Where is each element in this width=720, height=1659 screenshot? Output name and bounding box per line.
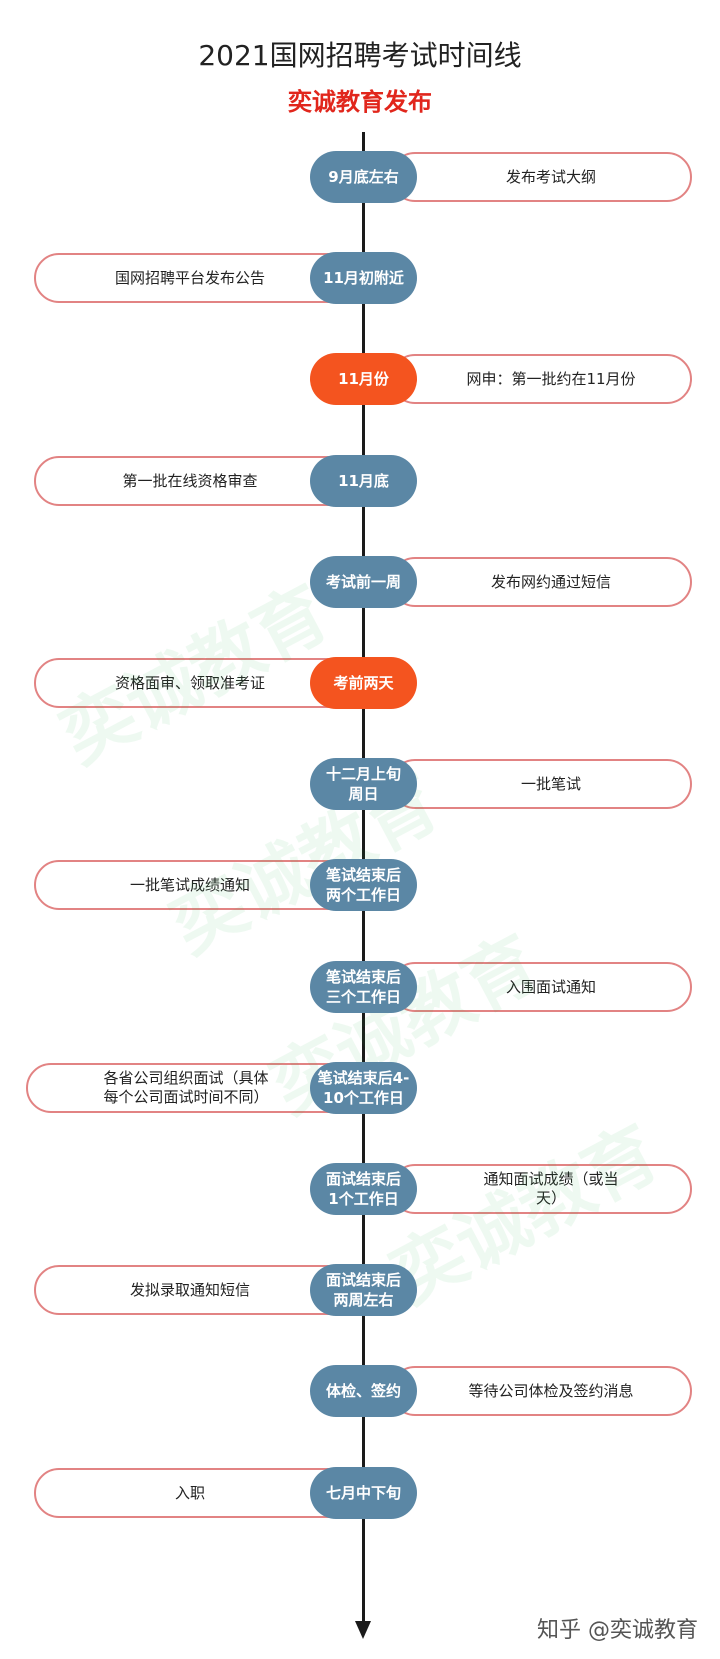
event-text: 入围面试通知 xyxy=(505,977,596,996)
event-text: 等待公司体检及签约消息 xyxy=(468,1381,634,1400)
time-label: 考试前一周 xyxy=(325,573,401,591)
event-box: 发布考试大纲 xyxy=(390,152,692,202)
event-box: 发布网约通过短信 xyxy=(390,557,692,607)
event-text: 入职 xyxy=(174,1483,205,1502)
time-label: 七月中下旬 xyxy=(325,1484,401,1502)
time-node: 十二月上旬 周日 xyxy=(310,758,417,810)
watermark: 奕诚教育 xyxy=(47,569,342,780)
time-node: 考前两天 xyxy=(310,657,417,709)
time-node: 考试前一周 xyxy=(310,556,417,608)
event-text: 发拟录取通知短信 xyxy=(129,1280,250,1299)
event-box: 一批笔试 xyxy=(390,759,692,809)
time-node: 笔试结束后 两个工作日 xyxy=(310,859,417,911)
time-label: 11月份 xyxy=(338,370,389,388)
time-node: 体检、签约 xyxy=(310,1365,417,1417)
event-box: 等待公司体检及签约消息 xyxy=(390,1366,692,1416)
time-node: 11月初附近 xyxy=(310,252,417,304)
time-node: 9月底左右 xyxy=(310,151,417,203)
time-node: 11月底 xyxy=(310,455,417,507)
time-label: 9月底左右 xyxy=(328,168,399,186)
event-text: 发布考试大纲 xyxy=(505,167,596,186)
timeline-arrow-icon xyxy=(355,1621,371,1639)
time-label: 考前两天 xyxy=(333,674,394,692)
event-box: 网申：第一批约在11月份 xyxy=(390,354,692,404)
time-node: 笔试结束后4- 10个工作日 xyxy=(310,1062,417,1114)
event-text: 一批笔试 xyxy=(520,774,581,793)
time-label: 面试结束后 1个工作日 xyxy=(325,1170,401,1208)
time-label: 11月底 xyxy=(338,472,389,490)
page-title: 2021国网招聘考试时间线 xyxy=(198,39,522,72)
time-node: 面试结束后 1个工作日 xyxy=(310,1163,417,1215)
time-label: 笔试结束后 两个工作日 xyxy=(325,866,401,904)
time-node: 面试结束后 两周左右 xyxy=(310,1264,417,1316)
time-node: 笔试结束后 三个工作日 xyxy=(310,961,417,1013)
event-text: 网申：第一批约在11月份 xyxy=(466,369,636,388)
time-label: 面试结束后 两周左右 xyxy=(325,1271,401,1309)
time-label: 笔试结束后 三个工作日 xyxy=(325,968,401,1006)
event-text: 通知面试成绩（或当 天） xyxy=(483,1170,619,1207)
event-text: 各省公司组织面试（具体 每个公司面试时间不同） xyxy=(103,1069,269,1106)
footer-credit: 知乎 @奕诚教育 xyxy=(537,1618,698,1643)
time-label: 11月初附近 xyxy=(323,269,404,287)
event-text: 第一批在线资格审查 xyxy=(122,471,258,490)
event-box: 入围面试通知 xyxy=(390,962,692,1012)
event-text: 发布网约通过短信 xyxy=(490,572,611,591)
time-node: 七月中下旬 xyxy=(310,1467,417,1519)
event-text: 一批笔试成绩通知 xyxy=(129,875,250,894)
time-label: 十二月上旬 周日 xyxy=(325,765,401,803)
event-text: 国网招聘平台发布公告 xyxy=(114,268,265,287)
time-node: 11月份 xyxy=(310,353,417,405)
time-label: 笔试结束后4- 10个工作日 xyxy=(317,1069,410,1107)
time-label: 体检、签约 xyxy=(325,1382,401,1400)
page-subtitle: 奕诚教育发布 xyxy=(288,88,432,116)
event-text: 资格面审、领取准考证 xyxy=(114,673,265,692)
